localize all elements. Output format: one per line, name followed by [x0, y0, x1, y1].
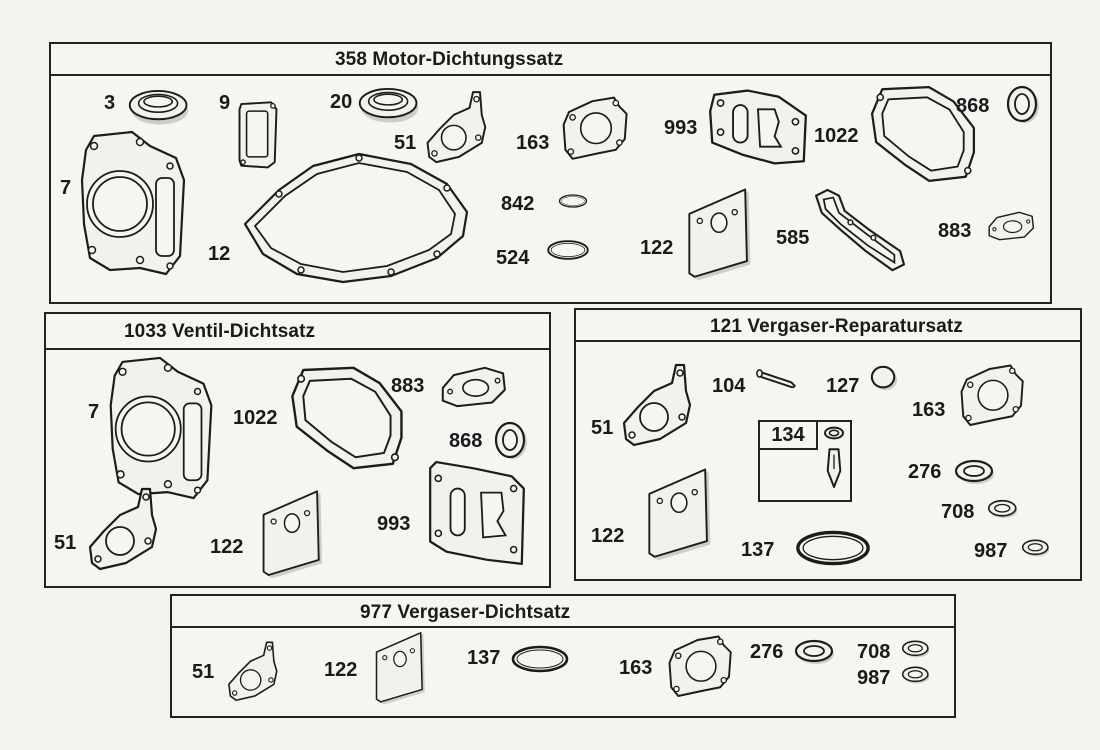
seal-20 — [358, 82, 420, 126]
label-part-127: 127 — [826, 375, 860, 397]
gasket-585 — [812, 188, 908, 274]
gasket-1022 — [288, 358, 408, 478]
label-part-163: 163 — [912, 399, 946, 421]
label-part-7: 7 — [60, 177, 72, 199]
label-part-987: 987 — [974, 540, 1008, 562]
label-part-122: 122 — [210, 536, 244, 558]
gasket-883 — [432, 366, 512, 408]
gasket-993 — [422, 458, 532, 570]
pin-104 — [756, 366, 800, 388]
panel-motor-title: 358 Motor-Dichtungssatz — [335, 49, 564, 70]
label-part-1022: 1022 — [233, 407, 278, 429]
label-part-276: 276 — [908, 461, 942, 483]
label-part-868: 868 — [449, 430, 483, 452]
gasket-51 — [86, 482, 166, 578]
label-part-9: 9 — [219, 92, 231, 114]
panel-carb-repair-title-bar: 121 Vergaser-Reparatursatz — [576, 310, 1080, 342]
label-part-163: 163 — [619, 657, 653, 679]
label-part-708: 708 — [857, 641, 891, 663]
plug-127 — [870, 364, 898, 392]
label-part-122: 122 — [591, 525, 625, 547]
washer-276 — [954, 458, 996, 486]
label-part-137: 137 — [741, 539, 775, 561]
washer-987 — [1022, 538, 1050, 558]
label-part-993: 993 — [664, 117, 698, 139]
gasket-883 — [984, 210, 1036, 242]
label-part-51: 51 — [591, 417, 614, 439]
label-part-842: 842 — [501, 193, 535, 215]
o-ring-137 — [794, 526, 872, 570]
panel-valve-title: 1033 Ventil-Dichtsatz — [124, 321, 316, 342]
label-part-163: 163 — [516, 132, 550, 154]
seal-3 — [128, 84, 190, 128]
gasket-163 — [958, 358, 1028, 436]
label-part-137: 137 — [467, 647, 501, 669]
washer-708 — [902, 638, 930, 660]
label-part-987: 987 — [857, 667, 891, 689]
kit-box-134: 134 — [758, 420, 852, 502]
washer-708 — [988, 498, 1018, 520]
gasket-7 — [108, 354, 218, 502]
label-part-524: 524 — [496, 247, 530, 269]
label-part-883: 883 — [938, 220, 972, 242]
gasket-7 — [80, 128, 190, 278]
seal-868 — [494, 420, 528, 460]
label-part-1022: 1022 — [814, 125, 859, 147]
label-part-134: 134 — [760, 422, 818, 450]
o-ring-137 — [510, 642, 570, 676]
label-part-276: 276 — [750, 641, 784, 663]
o-ring-524 — [546, 238, 590, 262]
label-part-883: 883 — [391, 375, 425, 397]
spacer-122 — [370, 630, 430, 706]
label-part-868: 868 — [956, 95, 990, 117]
label-part-51: 51 — [54, 532, 77, 554]
label-part-708: 708 — [941, 501, 975, 523]
gasket-993 — [706, 86, 810, 170]
panel-carb-gasket-title: 977 Vergaser-Dichtsatz — [360, 602, 571, 623]
washer-987 — [902, 664, 930, 686]
label-part-993: 993 — [377, 513, 411, 535]
panel-valve-title-bar: 1033 Ventil-Dichtsatz — [46, 314, 549, 350]
panel-motor-gasket-kit: 358 Motor-Dichtungssatz — [49, 42, 1052, 304]
spacer-122 — [640, 466, 718, 562]
gasket-51 — [620, 356, 700, 456]
panel-carb-gasket-title-bar: 977 Vergaser-Dichtsatz — [172, 596, 954, 628]
gasket-163 — [560, 90, 632, 170]
label-part-51: 51 — [192, 661, 215, 683]
label-part-51: 51 — [394, 132, 417, 154]
spacer-122 — [684, 186, 754, 282]
label-part-122: 122 — [324, 659, 358, 681]
washer-276 — [794, 638, 836, 666]
gasket-51 — [226, 638, 284, 706]
needle-valve — [820, 424, 848, 496]
gasket-12 — [240, 150, 472, 290]
panel-motor-title-bar: 358 Motor-Dichtungssatz — [51, 44, 1050, 76]
label-part-7: 7 — [88, 401, 100, 423]
seal-868 — [1006, 84, 1040, 124]
o-ring-842 — [558, 192, 588, 210]
gasket-163 — [666, 630, 736, 706]
label-part-3: 3 — [104, 92, 116, 114]
spacer-122 — [254, 488, 330, 580]
label-part-104: 104 — [712, 375, 746, 397]
label-part-12: 12 — [208, 243, 231, 265]
label-part-122: 122 — [640, 237, 674, 259]
label-part-585: 585 — [776, 227, 810, 249]
label-part-20: 20 — [330, 91, 353, 113]
panel-carb-repair-title: 121 Vergaser-Reparatursatz — [710, 316, 963, 337]
